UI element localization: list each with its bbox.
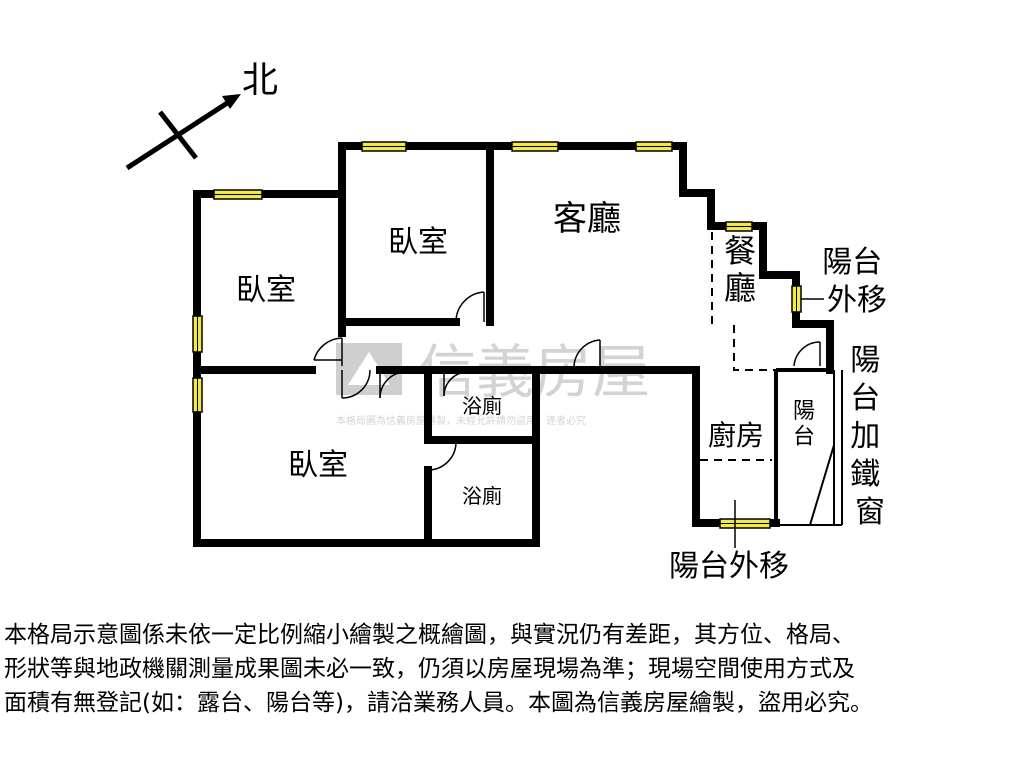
door-bottom-bedroom [341,369,371,399]
north-compass: 北 [125,60,278,171]
room-label-bathroom-upper: 浴廁 [462,394,502,418]
door-upper-bath [443,370,467,397]
annotation-balcony-moved-right: 陽台 外移 [822,245,892,318]
room-label-living-room: 客廳 [553,199,621,239]
annotations: 陽台 外移 陽台外移 陽 台 加 鐵 窗 [669,245,892,584]
doors [313,291,821,471]
room-label-kitchen: 廚房 [708,419,764,452]
room-label-bathroom-lower: 浴廁 [462,484,502,508]
floor-plan: 北 信義房屋 本格局圖為信義房屋繪製，未經允許請勿盜用，違者必究 [125,60,892,584]
disclaimer-text: 本格局示意圖係未依一定比例縮小繪製之概繪圖，與實況仍有差距，其方位、格局、 形狀… [4,618,1020,720]
door-corridor-bath [379,371,407,399]
disclaimer-line: 面積有無登記(如：露台、陽台等)，請洽業務人員。本圖為信義房屋繪製，盜用必究。 [4,690,873,716]
disclaimer-line: 本格局示意圖係未依一定比例縮小繪製之概繪圖，與實況仍有差距，其方位、格局、 [4,622,855,648]
room-label-bedroom-top: 臥室 [388,225,448,260]
outer-wall [193,142,834,374]
door-lower-bath [427,441,457,471]
watermark-notice: 本格局圖為信義房屋繪製，未經允許請勿盜用，違者必究 [336,414,586,427]
room-labels: 臥室 臥室 臥室 客廳 餐廳 浴廁 浴廁 廚房 陽台 [236,199,815,508]
door-left-bedroom [313,337,343,366]
walls-thin [774,368,830,523]
door-top-bedroom [455,291,485,323]
windows [192,141,802,529]
dashed-boundaries [700,232,776,461]
annotation-balcony-moved-bottom: 陽台外移 [669,549,789,584]
room-label-bedroom-left: 臥室 [236,273,296,308]
dining-boundary [711,232,776,371]
door-living-to-corridor [573,339,601,367]
room-label-dining-room: 餐廳 [724,232,756,307]
room-label-balcony: 陽台 [793,399,815,449]
walls [193,142,834,547]
annotation-balcony-iron-window: 陽 台 加 鐵 窗 [850,343,890,530]
disclaimer-line: 形狀等與地政機關測量成果圖未必一致，仍須以房屋現場為準；現場空間使用方式及 [4,656,855,682]
door-balcony [793,341,821,367]
iron-window-rail [776,370,843,526]
north-label: 北 [242,60,278,101]
room-label-bedroom-bottom: 臥室 [288,448,348,483]
